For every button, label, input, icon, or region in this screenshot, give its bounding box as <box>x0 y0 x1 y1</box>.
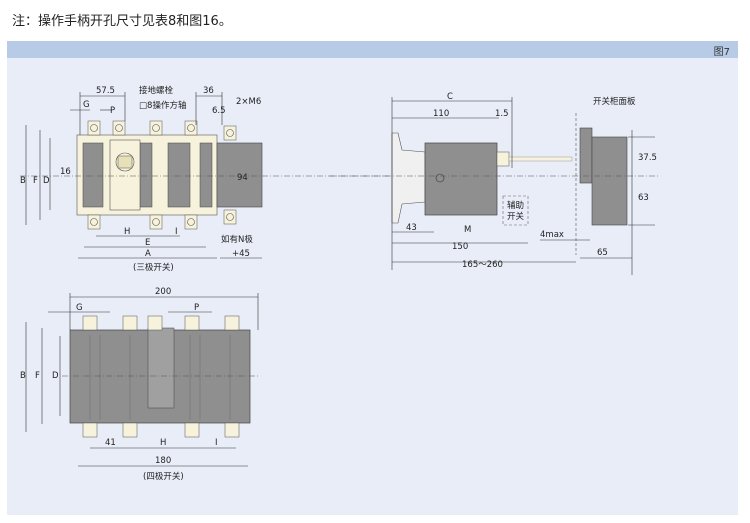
dim-C: C <box>447 92 453 102</box>
callout-shaft: □8操作方轴 <box>139 100 186 111</box>
side-view: C 110 1.5 开关柜面板 辅助 开关 43 M 150 4max 165～… <box>330 92 660 275</box>
dim-F-4p: F <box>35 371 40 381</box>
handle-side <box>591 136 628 226</box>
dim-43: 43 <box>406 223 417 233</box>
dim-D: D <box>43 176 50 186</box>
dim-A: A <box>145 249 151 259</box>
dim-63: 63 <box>638 193 649 203</box>
handle-block <box>109 139 141 211</box>
four-pole-view: 200 G P B F D 41 H I 180 (四极开关) <box>20 287 259 482</box>
dim-150: 150 <box>452 242 468 252</box>
dim-E: E <box>145 238 150 248</box>
dim-D-4p: D <box>52 371 59 381</box>
n-pole-block <box>216 142 263 208</box>
caption-three-pole: (三极开关) <box>133 262 174 273</box>
figure-label: 图7 <box>713 47 730 58</box>
dim-H-4p: H <box>160 438 166 448</box>
dim-B: B <box>20 176 26 186</box>
dim-1-5: 1.5 <box>495 109 509 119</box>
callout-aux-2: 开关 <box>507 211 525 222</box>
dim-P: P <box>110 106 115 116</box>
callout-aux-1: 辅助 <box>507 200 524 211</box>
dim-16: 16 <box>60 167 71 177</box>
dim-94: 94 <box>237 173 248 183</box>
dim-6-5: 6.5 <box>212 106 226 116</box>
dim-180: 180 <box>155 456 171 466</box>
dim-37-5: 37.5 <box>638 153 657 163</box>
callout-n-pole: 如有N极 <box>221 234 253 245</box>
dim-I: I <box>175 227 178 237</box>
dim-M: M <box>464 225 471 235</box>
dim-G: G <box>83 100 90 110</box>
dim-P-4p: P <box>194 303 199 313</box>
switch-body-side <box>424 142 498 216</box>
dim-G-4p: G <box>76 303 83 313</box>
dim-165-260: 165～260 <box>462 260 503 270</box>
dim-plus-45: +45 <box>232 249 250 259</box>
figure-header: 图7 <box>7 41 738 58</box>
caption-four-pole: (四极开关) <box>143 471 184 482</box>
dim-65: 65 <box>597 248 608 258</box>
dim-41: 41 <box>105 438 116 448</box>
dim-57-5: 57.5 <box>96 86 115 96</box>
dim-4max: 4max <box>540 230 564 240</box>
dim-H: H <box>124 227 130 237</box>
dim-36: 36 <box>203 86 214 96</box>
dim-110: 110 <box>433 109 449 119</box>
dim-B-4p: B <box>20 371 26 381</box>
note-text: 注：操作手柄开孔尺寸见表8和图16。 <box>12 14 232 29</box>
three-pole-view: 57.5 G P 接地螺栓 □8操作方轴 36 6.5 2×M6 B F D 1… <box>20 85 390 273</box>
dim-2xM6: 2×M6 <box>236 97 261 107</box>
callout-ground-bolt: 接地螺栓 <box>139 85 174 96</box>
callout-panel: 开关柜面板 <box>593 96 636 107</box>
dim-I-4p: I <box>215 438 218 448</box>
shaft <box>508 156 573 162</box>
dim-200: 200 <box>155 287 171 297</box>
dim-F: F <box>33 176 38 186</box>
